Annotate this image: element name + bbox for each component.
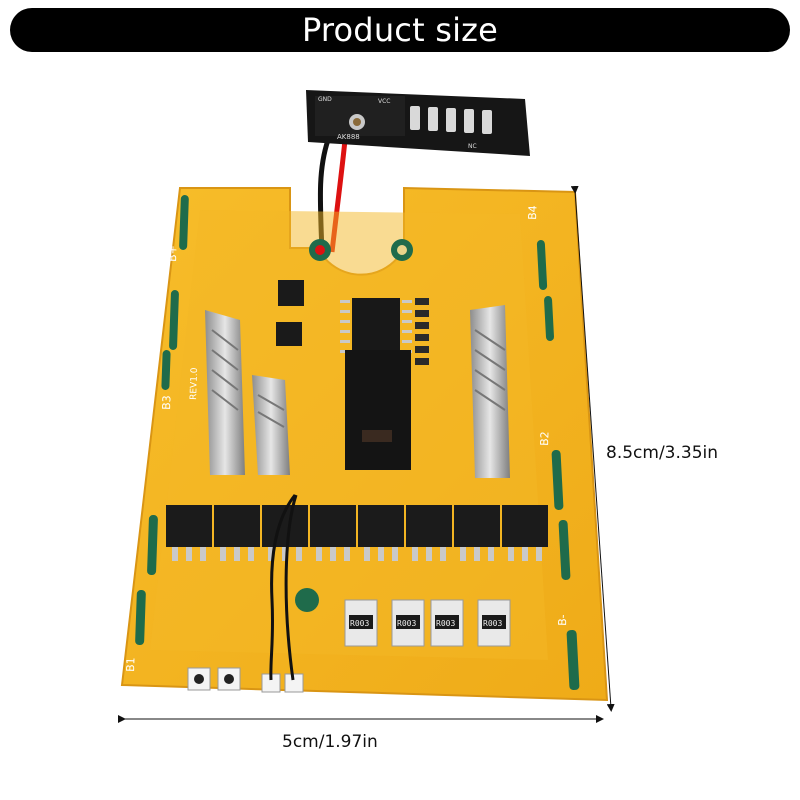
bottom-pads <box>187 667 304 693</box>
terminal-left <box>205 310 290 475</box>
mosfet-row <box>166 505 548 561</box>
height-dimension-line <box>570 185 615 712</box>
edge-slots <box>135 195 580 691</box>
shunt-resistors: R003 R003 R003 R003 <box>344 599 511 647</box>
ic-chip <box>278 280 304 306</box>
shunt-label-2: R003 <box>397 619 416 628</box>
height-label: 8.5cm/3.35in <box>606 443 719 463</box>
silk-vcc: VCC <box>378 98 390 105</box>
silk-b-plus: B+ <box>166 245 180 262</box>
mount-hole <box>295 588 319 612</box>
indicator-board: GND VCC AK888 NC <box>306 90 530 156</box>
silk-b2: B2 <box>538 431 551 446</box>
silk-nc: NC <box>468 143 477 150</box>
main-pcb: R003 R003 R003 R003 B+ B3 REV1.0 B1 B4 B… <box>120 186 609 702</box>
silk-b1: B1 <box>124 657 137 672</box>
dc-jack <box>345 350 411 470</box>
width-label: 5cm/1.97in <box>282 732 378 752</box>
ic-chip <box>276 322 302 346</box>
silk-b-minus: B- <box>556 614 569 626</box>
silk-b4: B4 <box>526 205 539 220</box>
sensor-wire <box>269 494 297 681</box>
silk-ak: AK888 <box>337 133 360 141</box>
silk-rev: REV1.0 <box>189 367 200 400</box>
silk-b3: B3 <box>160 395 173 410</box>
silk-gnd: GND <box>318 96 332 103</box>
banner-title: Product size <box>301 11 499 49</box>
shunt-label-3: R003 <box>436 619 455 628</box>
shunt-label-1: R003 <box>350 619 369 628</box>
title-banner: Product size <box>10 8 790 52</box>
shunt-label-4: R003 <box>483 619 502 628</box>
terminal-right <box>470 305 510 478</box>
